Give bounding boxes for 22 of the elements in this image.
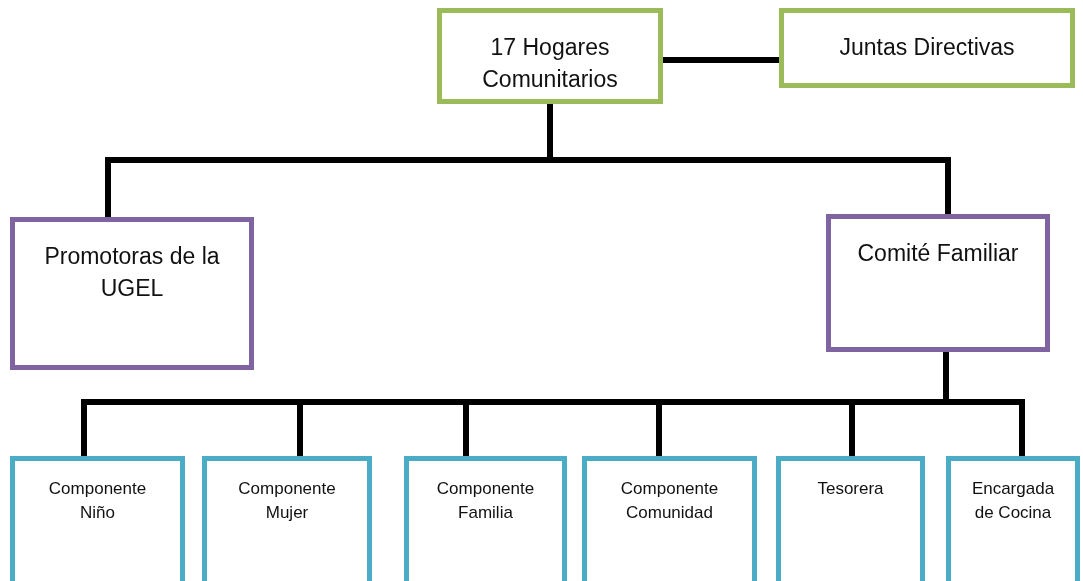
org-box xyxy=(437,8,663,104)
org-box xyxy=(10,217,254,370)
box-label: Comité Familiar xyxy=(857,239,1019,268)
connector-line xyxy=(943,352,1025,456)
box-label: Componente Mujer xyxy=(237,478,337,524)
box-label: Componente Comunidad xyxy=(619,478,720,524)
org-box xyxy=(582,456,757,581)
org-box xyxy=(826,214,1050,352)
box-label: Componente Niño xyxy=(47,478,148,524)
box-label: Encargada de Cocina xyxy=(970,478,1056,524)
box-label: Componente Familia xyxy=(435,478,536,524)
org-box xyxy=(776,456,925,581)
org-box xyxy=(202,456,372,581)
box-label: 17 Hogares Comunitarios xyxy=(481,33,619,95)
box-label: Juntas Directivas xyxy=(839,33,1015,62)
org-box xyxy=(10,456,185,581)
box-label: Promotoras de la UGEL xyxy=(43,242,221,304)
org-box xyxy=(779,8,1075,88)
org-box xyxy=(404,456,567,581)
box-label: Tesorera xyxy=(817,478,884,500)
connector-line xyxy=(663,57,779,63)
org-box xyxy=(946,456,1080,581)
